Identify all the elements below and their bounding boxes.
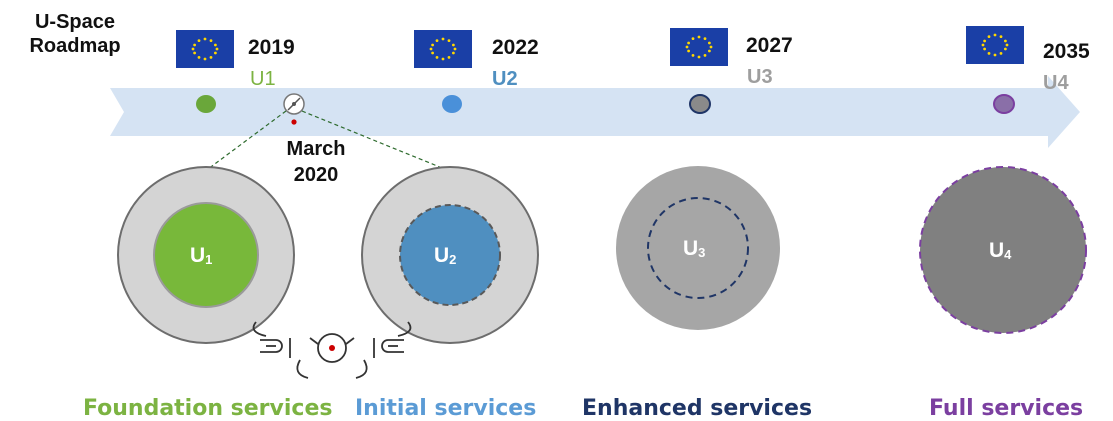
milestone-label-u2: U2 xyxy=(492,68,518,90)
circle-label-u4: U4 xyxy=(989,239,1012,262)
milestone-dot-u2 xyxy=(442,95,462,113)
milestone-dot-u4 xyxy=(993,94,1015,114)
u1-circle xyxy=(117,166,295,344)
u2-circle xyxy=(361,166,539,344)
milestone-dot-u1 xyxy=(196,95,216,113)
service-label-full: Full services xyxy=(929,396,1084,421)
milestone-year-u2: 2022 xyxy=(492,36,539,59)
event-date-label: March 2020 xyxy=(286,138,346,186)
service-label-foundation: Foundation services xyxy=(83,396,333,421)
roadmap-title: U-Space Roadmap xyxy=(29,11,121,57)
u4-circle xyxy=(919,166,1087,334)
milestone-label-u1: U1 xyxy=(250,68,276,90)
eu-flag-icon xyxy=(966,26,1024,69)
milestone-year-u3: 2027 xyxy=(746,34,793,57)
zoom-line-left xyxy=(203,110,287,173)
compass-icon xyxy=(283,93,305,125)
circle-label-u2: U2 xyxy=(434,244,457,267)
milestone-label-u4: U4 xyxy=(1043,72,1069,94)
drone-logo-icon xyxy=(252,321,412,379)
milestone-year-u4: 2035 xyxy=(1043,40,1090,63)
timeline-arrow xyxy=(110,76,1080,148)
milestone-dot-u3 xyxy=(689,94,711,114)
eu-flag-icon xyxy=(670,28,728,71)
milestone-year-u1: 2019 xyxy=(248,36,295,59)
circle-label-u1: U1 xyxy=(190,244,213,267)
milestone-label-u3: U3 xyxy=(747,66,773,88)
u3-circle xyxy=(616,166,780,330)
eu-flag-icon xyxy=(176,30,234,73)
eu-flag-icon xyxy=(414,30,472,73)
service-label-initial: Initial services xyxy=(355,396,537,421)
zoom-line-right xyxy=(301,110,453,173)
service-label-enhanced: Enhanced services xyxy=(582,396,813,421)
circle-label-u3: U3 xyxy=(683,237,706,260)
